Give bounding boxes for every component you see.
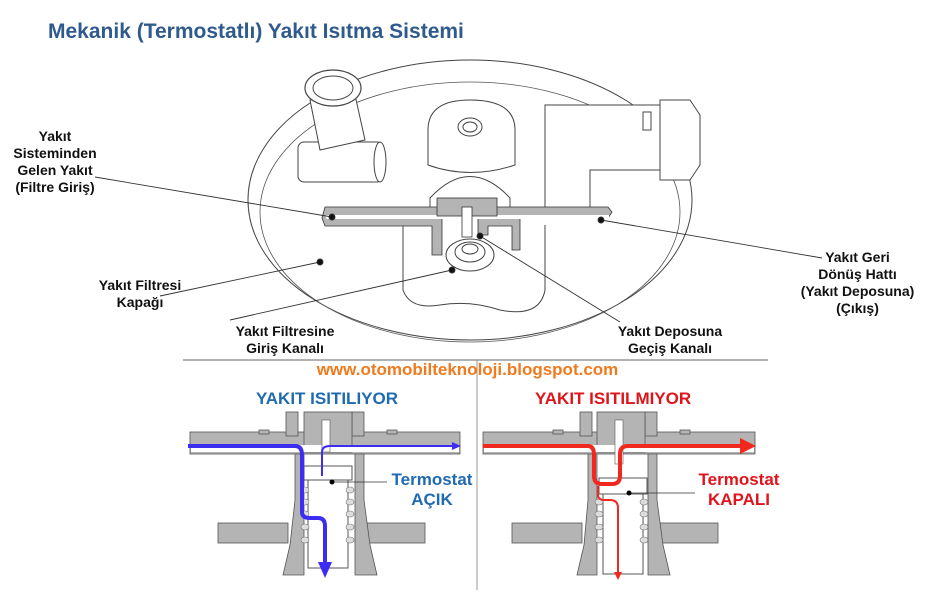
- label-line: Gelen Yakıt: [17, 162, 93, 178]
- heading-fuel-not-heated: YAKIT ISITILMIYOR: [535, 389, 692, 408]
- left-pipe: [297, 141, 384, 183]
- flow-path-heated: [188, 444, 327, 565]
- label-line: Yakıt: [38, 128, 72, 144]
- filter-inlet-pointer-dot: [448, 266, 456, 274]
- cap-pointer-dot: [316, 258, 324, 266]
- thermostat-dot-not-heated: [626, 490, 632, 496]
- label-line: Sisteminden: [13, 145, 97, 161]
- heading-fuel-heated: YAKIT ISITILIYOR: [256, 389, 399, 408]
- label-line: Kapağı: [116, 294, 164, 310]
- right-pipe-nut: [659, 99, 701, 181]
- website-url: www.otomobilteknoloji.blogspot.com: [316, 360, 619, 379]
- label-line: (Çıkış): [836, 300, 879, 316]
- return-pointer-dot: [597, 216, 605, 224]
- thermostat-label: Termostat: [391, 470, 473, 489]
- flow-path-not-heated: [483, 444, 742, 574]
- thermostat-closed-label: Termostat KAPALI: [690, 470, 788, 510]
- label-filter-inlet-channel: Yakıt Filtresine Giriş Kanalı: [220, 323, 350, 357]
- inlet-pointer-dot: [328, 213, 336, 221]
- filter-cap-rim: [259, 81, 681, 343]
- label-tank-passage-channel: Yakıt Deposuna Geçiş Kanalı: [605, 323, 735, 357]
- thermostat-state: KAPALI: [707, 490, 770, 509]
- thermostat-label: Termostat: [698, 470, 780, 489]
- thermostat-piston-heated: [307, 477, 349, 569]
- label-filter-cap: Yakıt Filtresi Kapağı: [75, 277, 205, 311]
- filter-cap-outline: [247, 59, 693, 341]
- label-line: Yakıt Deposuna: [617, 323, 723, 339]
- label-line: Dönüş Hattı: [818, 266, 897, 282]
- label-line: Yakıt Filtresi: [98, 277, 182, 293]
- label-line: Yakıt Filtresine: [235, 323, 335, 339]
- label-line: Yakıt Geri: [825, 249, 890, 265]
- label-return-line: Yakıt Geri Dönüş Hattı (Yakıt Deposuna) …: [790, 249, 925, 317]
- tank-passage-pointer-dot: [476, 232, 484, 240]
- thermostat-piston-not-heated: [602, 489, 644, 575]
- label-line: (Yakıt Deposuna): [800, 283, 915, 299]
- thermostat-open-label: Termostat AÇIK: [383, 470, 481, 510]
- label-line: Geçiş Kanalı: [627, 340, 713, 356]
- thermostat-state: AÇIK: [411, 490, 453, 509]
- label-line: Giriş Kanalı: [246, 340, 324, 356]
- page-title: Mekanik (Termostatlı) Yakıt Isıtma Siste…: [48, 20, 464, 43]
- thermostat-dot-heated: [329, 479, 335, 485]
- label-line: (Filtre Giriş): [15, 179, 95, 195]
- label-fuel-inlet: Yakıt Sisteminden Gelen Yakıt (Filtre Gi…: [5, 128, 105, 196]
